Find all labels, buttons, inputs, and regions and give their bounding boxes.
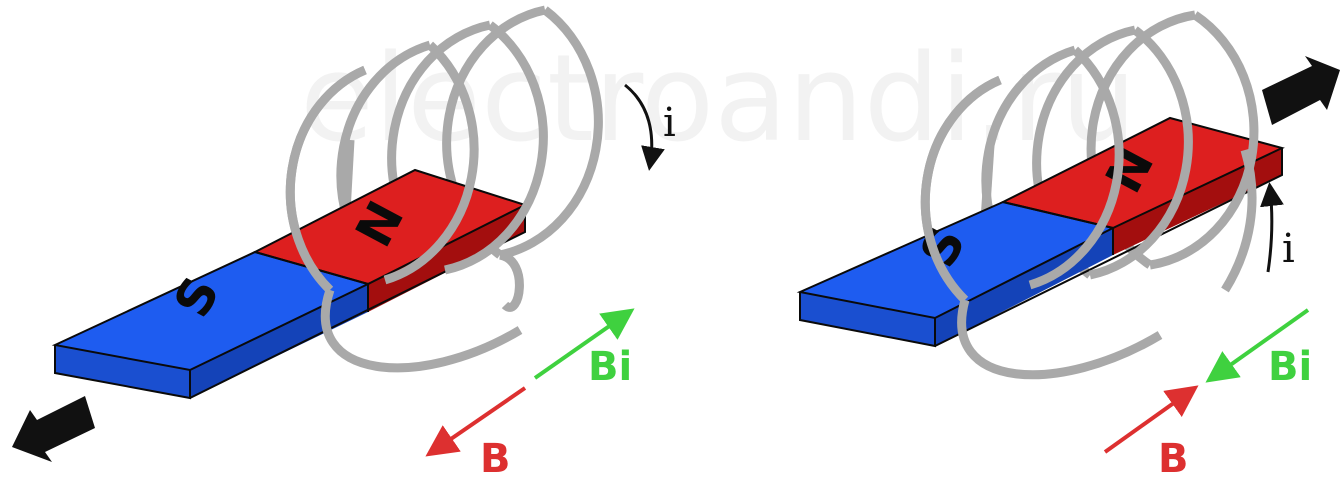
- left-magnet-north-side: [368, 205, 525, 312]
- left-magnet-field-label: B: [480, 436, 511, 477]
- arrow-right-up-icon: [1262, 56, 1340, 125]
- left-magnet-field-arrow: [425, 386, 527, 457]
- left-magnet-south-front: [55, 345, 190, 398]
- left-panel: S N i Bi B: [12, 5, 676, 477]
- right-current-arrow: [1260, 182, 1284, 273]
- right-magnet-south-side: [935, 228, 1113, 346]
- arrow-left-down-icon: [12, 396, 95, 462]
- right-magnet-south-top: [800, 202, 1113, 318]
- left-induced-field-label: Bi: [588, 344, 632, 390]
- right-panel: S N i Bi B: [796, 10, 1340, 477]
- left-induced-field-arrow: [533, 308, 635, 380]
- left-coil-front: [285, 6, 603, 373]
- right-magnet-north-top: [1003, 118, 1282, 228]
- right-magnet-south-front: [800, 292, 935, 346]
- right-coil-front: [920, 11, 1259, 380]
- left-magnet-north-top: [255, 170, 525, 284]
- right-induced-field-arrow: [1205, 308, 1310, 383]
- right-induced-field-label: Bi: [1268, 344, 1312, 390]
- left-current-arrow: [624, 83, 665, 171]
- right-current-label: i: [1282, 226, 1295, 272]
- right-magnet-field-label: B: [1158, 436, 1189, 477]
- right-magnet-field-arrow: [1103, 385, 1199, 454]
- left-magnet-south-top: [55, 252, 368, 370]
- right-bar-magnet: S N: [796, 116, 1285, 348]
- left-current-label: i: [663, 100, 676, 146]
